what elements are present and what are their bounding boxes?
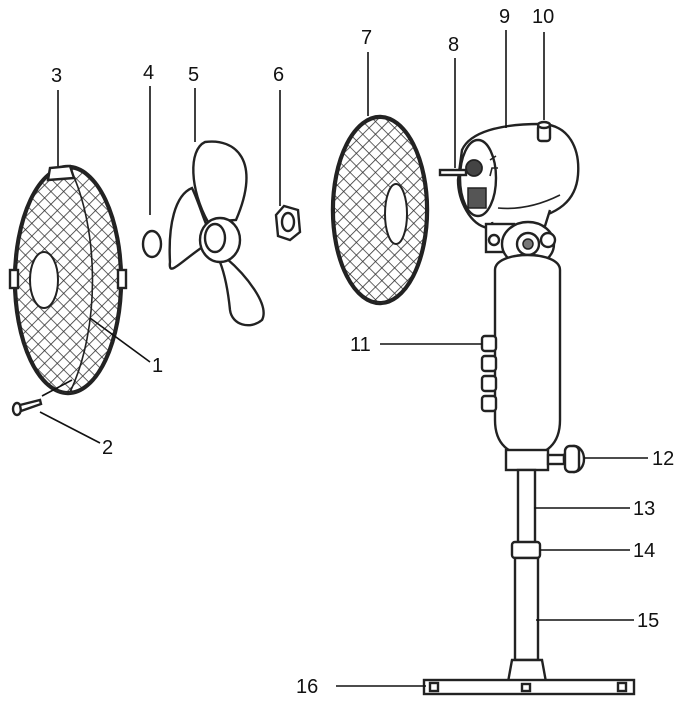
motor-housing	[456, 122, 580, 232]
pole-connector	[510, 540, 542, 560]
grille-clip	[46, 164, 76, 182]
fan-blade	[168, 140, 265, 327]
label-15: 15	[637, 610, 659, 632]
height-adjust-knob	[546, 444, 586, 474]
label-6: 6	[273, 64, 284, 86]
label-10: 10	[532, 6, 554, 28]
motor-shaft	[438, 168, 468, 177]
height-collar	[504, 448, 550, 472]
label-14: 14	[633, 540, 655, 562]
spinner-ring	[141, 229, 163, 259]
front-grille	[8, 164, 128, 396]
label-12: 12	[652, 448, 674, 470]
fan-base	[422, 658, 636, 696]
upper-pole	[516, 468, 537, 546]
label-4: 4	[143, 62, 154, 84]
label-3: 3	[51, 65, 62, 87]
part-labels: 1 2 3 4 5 6 7 8 9 10 11 12 13 14 15 16	[51, 6, 674, 698]
label-11: 11	[350, 334, 371, 356]
lower-pole	[513, 556, 540, 662]
label-1: 1	[152, 355, 163, 377]
label-5: 5	[188, 64, 199, 86]
blade-nut	[274, 204, 302, 242]
label-16: 16	[296, 676, 318, 698]
label-8: 8	[448, 34, 459, 56]
label-9: 9	[499, 6, 510, 28]
label-13: 13	[633, 498, 655, 520]
leader-lines	[39, 30, 648, 687]
label-2: 2	[102, 437, 113, 459]
rear-grille	[330, 114, 430, 306]
fan-body	[493, 253, 562, 457]
speed-buttons	[480, 334, 498, 413]
label-7: 7	[361, 27, 372, 49]
oscillation-knob	[536, 120, 552, 143]
screw	[11, 398, 43, 417]
